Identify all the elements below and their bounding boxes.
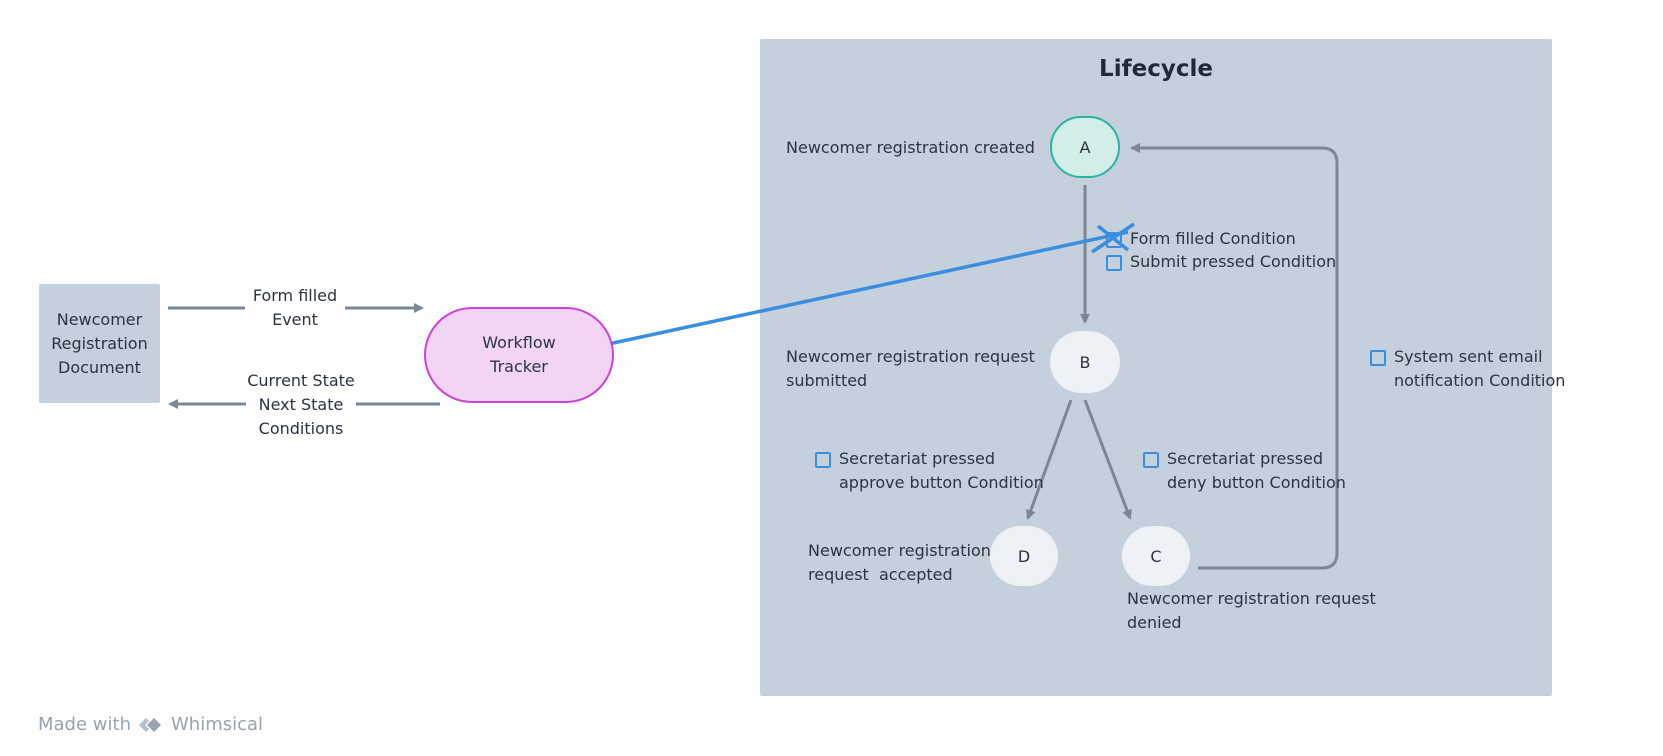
workflow-tracker-label: Workflow Tracker <box>482 333 556 376</box>
whimsical-brand: Whimsical <box>170 714 264 735</box>
condition-email: System sent email notification Condition <box>1370 345 1565 393</box>
submit-pressed-checkbox[interactable] <box>1106 255 1122 271</box>
workflow-tracker[interactable]: Workflow Tracker <box>424 307 614 403</box>
state-b[interactable]: B <box>1050 331 1120 393</box>
whimsical-logo-icon <box>138 717 161 732</box>
registration-document[interactable]: Newcomer Registration Document <box>39 284 160 403</box>
tracker-state-pointer <box>589 230 1129 350</box>
edge-c-a <box>1130 143 1339 570</box>
state-b-label: Newcomer registration request submitted <box>786 347 1035 390</box>
state-d[interactable]: D <box>990 526 1058 586</box>
state-d-letter: D <box>1017 546 1031 566</box>
edge-b-c <box>1083 399 1132 520</box>
state-b-letter: B <box>1079 352 1091 372</box>
form-filled-event-label: Form filled Event <box>245 284 345 332</box>
condition-email-label: System sent email notification Condition <box>1394 347 1566 390</box>
condition-approve-label: Secretariat pressed approve button Condi… <box>839 449 1044 492</box>
approve-checkbox[interactable] <box>815 452 831 468</box>
email-checkbox[interactable] <box>1370 350 1386 366</box>
current-state-label: Current State Next State Conditions <box>246 369 356 441</box>
registration-document-label: Newcomer Registration Document <box>51 309 148 377</box>
condition-submit-pressed-label: Submit pressed Condition <box>1130 252 1337 271</box>
state-a-label: Newcomer registration created <box>786 138 1035 157</box>
made-with-whimsical[interactable]: Made with Whimsical <box>38 714 263 735</box>
condition-deny-label: Secretariat pressed deny button Conditio… <box>1167 449 1346 492</box>
condition-deny: Secretariat pressed deny button Conditio… <box>1143 447 1346 495</box>
made-with-label: Made with <box>38 714 131 735</box>
pointer-cross-2 <box>1096 224 1130 252</box>
form-filled-checkbox[interactable] <box>1106 232 1122 248</box>
state-c-letter: C <box>1150 546 1162 566</box>
state-a[interactable]: A <box>1050 116 1120 178</box>
edge-b-d <box>1026 399 1073 520</box>
condition-approve: Secretariat pressed approve button Condi… <box>815 447 1044 495</box>
deny-checkbox[interactable] <box>1143 452 1159 468</box>
state-a-letter: A <box>1079 137 1091 157</box>
state-c[interactable]: C <box>1122 526 1190 586</box>
condition-submit-pressed: Submit pressed Condition <box>1106 250 1336 274</box>
condition-form-filled: Form filled Condition <box>1106 227 1296 251</box>
condition-form-filled-label: Form filled Condition <box>1130 229 1296 248</box>
lifecycle-title: Lifecycle <box>1099 56 1213 82</box>
state-d-label: Newcomer registration request accepted <box>808 541 991 584</box>
state-c-label: Newcomer registration request denied <box>1127 589 1376 632</box>
